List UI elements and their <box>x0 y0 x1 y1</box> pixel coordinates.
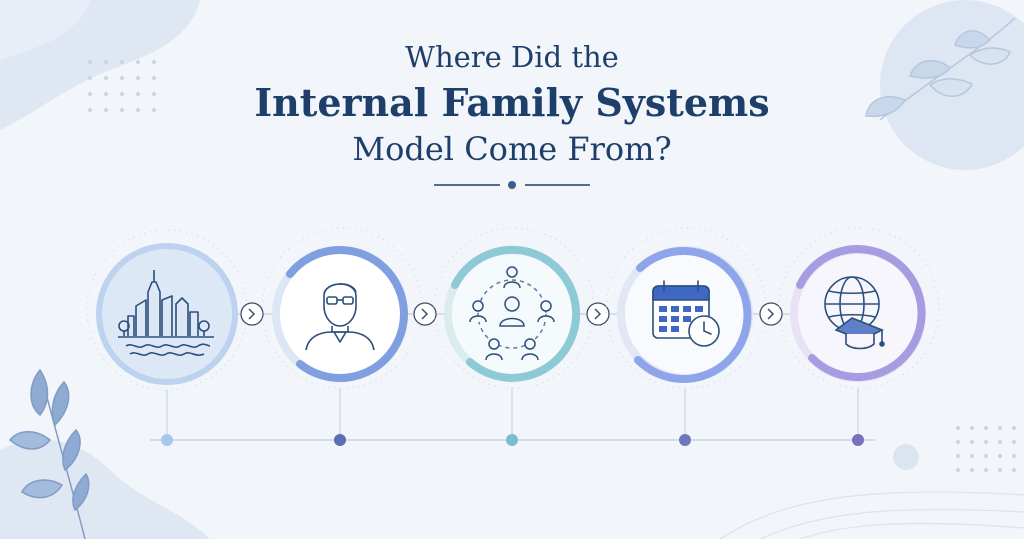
chevron-4[interactable] <box>759 302 783 326</box>
stage-2 <box>261 227 423 446</box>
title-line-1: Where Did the <box>405 40 619 74</box>
stage-1-dot <box>161 434 173 446</box>
blob-top-left-light <box>0 0 90 60</box>
stage-3-ring <box>451 245 581 382</box>
stage-3 <box>433 227 595 446</box>
globe-graduation-cap-icon <box>824 276 885 350</box>
leaf-branch-top-right-icon <box>865 17 1016 121</box>
stage-4-dot <box>679 434 691 446</box>
stage-1 <box>86 229 248 446</box>
stage-2-ring <box>286 246 408 382</box>
dot-grid-bottom-right <box>956 426 1016 472</box>
group-network-icon <box>469 266 555 361</box>
title-line-3: Model Come From? <box>352 130 672 168</box>
chevron-right-icon <box>767 308 775 320</box>
chevron-right-icon <box>421 308 429 320</box>
chevron-right-icon <box>594 308 602 320</box>
stage-5-ring <box>796 245 926 381</box>
stage-1-ring <box>96 243 238 385</box>
deco-lines-bottom-right <box>719 491 1024 539</box>
stage-5 <box>778 227 940 446</box>
blob-bottom-left <box>0 439 210 539</box>
stage-2-dot <box>334 434 346 446</box>
stage-5-outer-arc <box>778 227 940 389</box>
stage-5-dot <box>852 434 864 446</box>
chevron-2[interactable] <box>413 302 437 326</box>
city-skyline-icon <box>118 270 214 356</box>
title-divider <box>434 181 590 189</box>
chevron-3[interactable] <box>586 302 610 326</box>
title-line-2: Internal Family Systems <box>254 80 770 125</box>
man-with-glasses-icon <box>305 283 375 351</box>
chevron-right-icon <box>248 308 256 320</box>
stage-3-dot <box>506 434 518 446</box>
calendar-clock-icon <box>652 280 720 347</box>
stage-4-ring <box>634 246 752 383</box>
stage-4 <box>605 227 767 446</box>
chevron-1[interactable] <box>240 302 264 326</box>
deco-circle-bottom-right <box>893 444 919 470</box>
leaf-branch-bottom-left-icon <box>8 368 90 539</box>
dot-grid-top-left <box>88 60 156 112</box>
